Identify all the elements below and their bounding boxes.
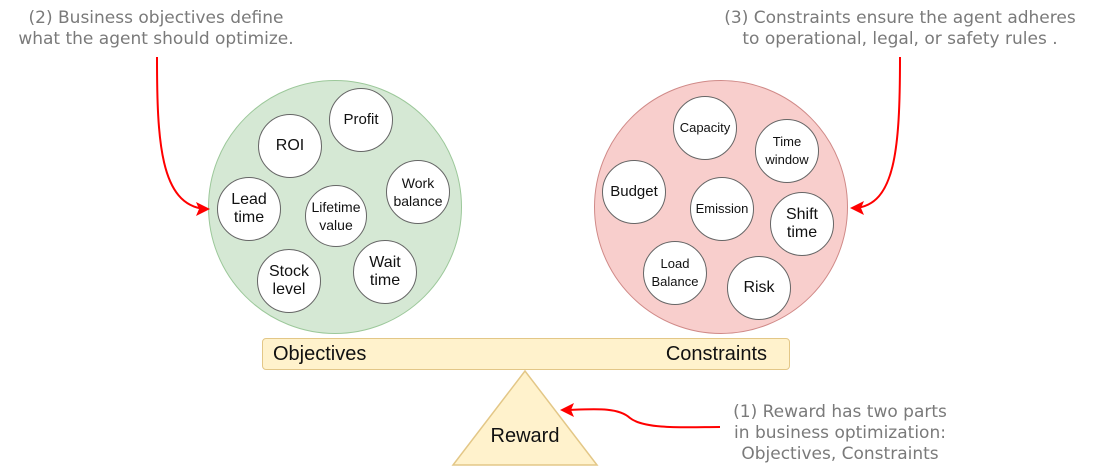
constraint-budget: Budget xyxy=(602,160,666,224)
beam-label-constraints: Constraints xyxy=(665,343,767,365)
objectives-annotation: (2) Business objectives define what the … xyxy=(18,8,294,49)
constraint-time-window: Time window xyxy=(755,119,819,183)
constraint-shift-time: Shift time xyxy=(770,192,834,256)
objective-work-balance: Work balance xyxy=(386,160,450,224)
objective-roi: ROI xyxy=(258,114,322,178)
arrow-head-reward xyxy=(560,403,574,417)
constraint-risk: Risk xyxy=(727,256,791,320)
constraints-annotation: (3) Constraints ensure the agent adheres… xyxy=(724,8,1076,49)
constraint-capacity: Capacity xyxy=(673,96,737,160)
objective-lead-time: Lead time xyxy=(217,177,281,241)
objective-profit: Profit xyxy=(329,88,393,152)
arrow-objectives xyxy=(156,56,206,210)
arrow-head-constraints xyxy=(850,201,864,215)
arrow-reward xyxy=(565,408,721,429)
beam-label-objectives: Objectives xyxy=(273,343,367,365)
fulcrum-label-reward: Reward xyxy=(490,425,560,447)
reward-fulcrum xyxy=(451,369,599,466)
objective-wait-time: Wait time xyxy=(353,240,417,304)
objective-stock-level: Stock level xyxy=(257,249,321,313)
constraint-emission: Emission xyxy=(690,177,754,241)
arrow-head-objectives xyxy=(196,202,210,216)
arrow-constraints xyxy=(854,56,901,209)
objective-lifetime-value: Lifetime value xyxy=(305,185,367,247)
reward-annotation: (1) Reward has two parts in business opt… xyxy=(733,402,947,464)
balance-beam: Objectives Constraints xyxy=(262,338,790,370)
constraint-load-balance: Load Balance xyxy=(643,241,707,305)
